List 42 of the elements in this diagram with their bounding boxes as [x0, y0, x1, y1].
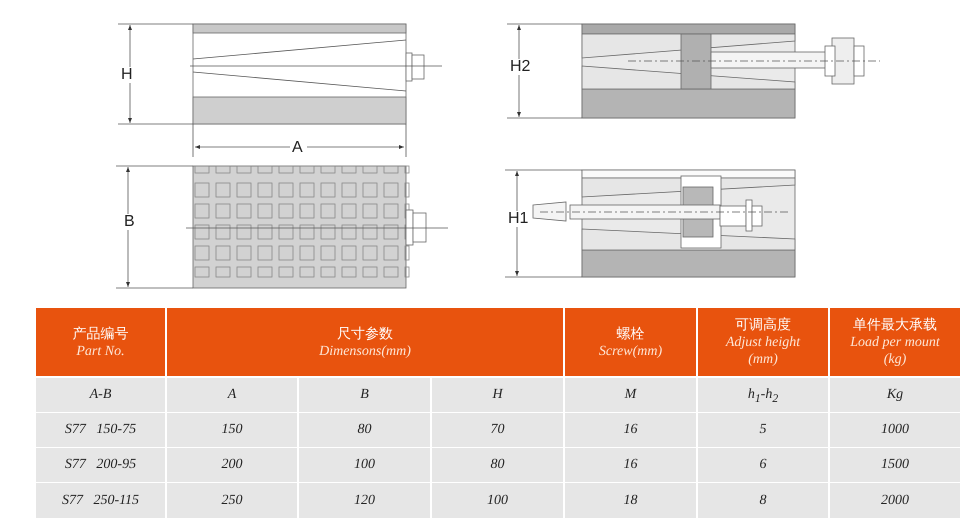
- table-cell: 70: [432, 413, 563, 447]
- table-cell: S77 150-75: [36, 413, 165, 447]
- header-text: 可调高度: [735, 316, 791, 334]
- table-cell: M: [565, 378, 696, 412]
- table-cell: Kg: [830, 378, 960, 412]
- table-cell: 2000: [830, 483, 960, 518]
- header-text: 单件最大承载: [853, 316, 937, 334]
- table-cell: 100: [432, 483, 563, 518]
- table-cell: 80: [299, 413, 430, 447]
- table-cell: h$_{1}$-h$_{2}$: [698, 378, 828, 412]
- table-cell: A: [167, 378, 297, 412]
- header-subtext: Screw(mm): [598, 342, 662, 360]
- dimension-label: H1: [508, 211, 528, 227]
- table-cell: 16: [565, 448, 696, 482]
- table-cell: A-B: [36, 378, 165, 412]
- table-cell: 250: [167, 483, 297, 518]
- table-cell: 80: [432, 448, 563, 482]
- table-cell: 6: [698, 448, 828, 482]
- table-cell: 8: [698, 483, 828, 518]
- table-cell: B: [299, 378, 430, 412]
- table-cell: S77 250-115: [36, 483, 165, 518]
- table-cell: S77 200-95: [36, 448, 165, 482]
- header-text: 产品编号: [72, 324, 128, 342]
- dimension-label: B: [124, 214, 135, 230]
- dimension-label: H2: [510, 59, 530, 75]
- table-cell: 18: [565, 483, 696, 518]
- header-subtext: Load per mount (kg): [849, 334, 941, 368]
- dimension-label: H: [121, 67, 133, 83]
- table-cell: H: [432, 378, 563, 412]
- table-cell: 200: [167, 448, 297, 482]
- table-cell: 16: [565, 413, 696, 447]
- table-cell: 1500: [830, 448, 960, 482]
- header-text: 尺寸参数: [337, 324, 393, 342]
- header-text: 螺栓: [616, 324, 644, 342]
- header-subtext: Dimensons(mm): [319, 342, 411, 360]
- table-cell: 100: [299, 448, 430, 482]
- table-cell: 120: [299, 483, 430, 518]
- table-cell: 5: [698, 413, 828, 447]
- table-cell: 1000: [830, 413, 960, 447]
- table-cell: 150: [167, 413, 297, 447]
- header-subtext: Adjust height (mm): [724, 334, 802, 368]
- header-subtext: Part No.: [76, 342, 125, 360]
